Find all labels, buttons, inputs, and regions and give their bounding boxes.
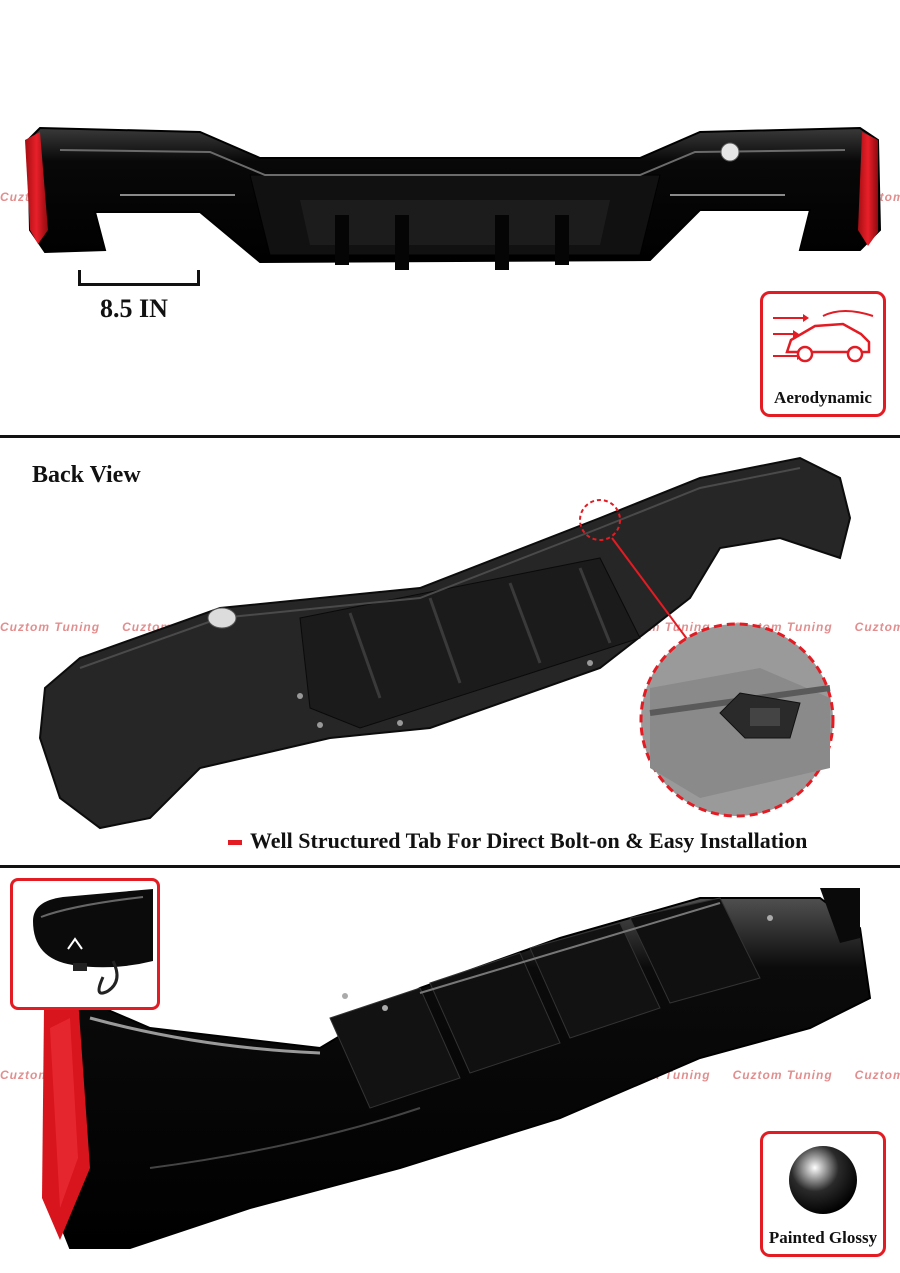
painted-glossy-label: Painted Glossy [768, 1228, 878, 1247]
glossy-sphere-icon [789, 1146, 857, 1214]
aerodynamic-badge: Aerodynamic [760, 291, 886, 417]
section-divider [0, 435, 900, 438]
diffuser-back-image [38, 456, 852, 830]
caption-marker [228, 840, 242, 845]
dimension-label: 8.5 IN [100, 294, 168, 323]
aerodynamic-label: Aerodynamic [774, 388, 872, 407]
exhaust-cover-inset [10, 878, 160, 1010]
back-view-title: Back View [32, 462, 141, 488]
section-divider [0, 865, 900, 868]
diffuser-front-image [25, 126, 882, 270]
dimension-bracket [78, 270, 200, 286]
painted-glossy-badge: Painted Glossy [760, 1131, 886, 1257]
diffuser-angle-image [42, 888, 872, 1249]
exhaust-cover-icon [33, 889, 153, 995]
installation-caption: Well Structured Tab For Direct Bolt-on &… [250, 828, 808, 853]
car-airflow-icon [773, 310, 874, 363]
